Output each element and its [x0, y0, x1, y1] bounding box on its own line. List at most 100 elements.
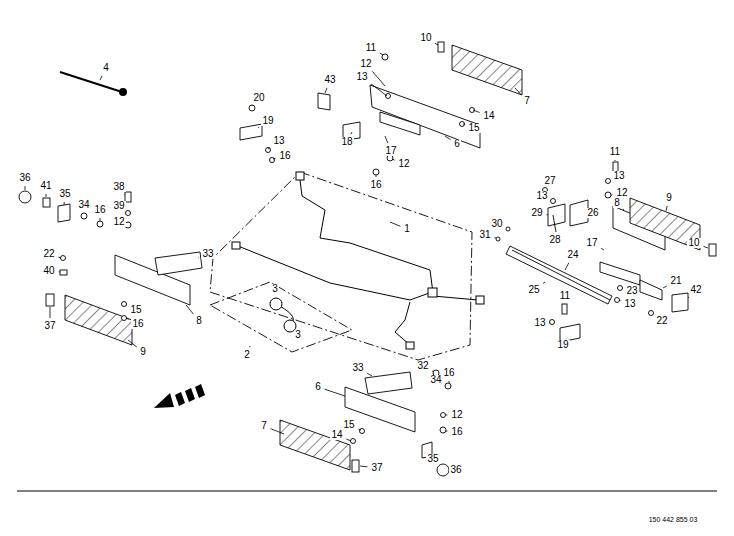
leader-line	[46, 194, 47, 197]
callout-number: 16	[450, 427, 463, 437]
callout-number: 20	[252, 93, 265, 103]
leader-line	[623, 209, 624, 210]
fastener	[550, 320, 555, 325]
connector	[270, 298, 282, 310]
leader-line	[25, 186, 26, 190]
leader-line	[100, 218, 101, 221]
wiring-harness	[238, 246, 432, 300]
direction-arrow	[154, 384, 205, 408]
fastener	[440, 427, 446, 433]
fastener	[605, 192, 611, 198]
fastener	[266, 148, 271, 153]
callout-number: 11	[365, 43, 377, 53]
leader-line	[666, 206, 667, 211]
holder-bracket	[570, 200, 588, 226]
fastener	[496, 237, 500, 241]
fastener	[249, 105, 255, 111]
leader-line	[58, 257, 61, 259]
callout-number: 3	[271, 284, 279, 294]
callout-number: 17	[585, 238, 598, 248]
leader-line	[59, 271, 60, 272]
leader-line	[367, 373, 372, 376]
leader-line	[126, 318, 129, 319]
direction-arrow	[195, 384, 205, 398]
leader-line	[663, 286, 667, 288]
leader-line	[449, 381, 450, 383]
callout-number: 33	[201, 249, 214, 259]
callout-number: 26	[586, 208, 599, 218]
leader-line	[543, 282, 545, 283]
connector	[406, 342, 414, 349]
leader-line	[50, 307, 51, 318]
harness-outline	[210, 172, 472, 360]
leader-line	[325, 389, 345, 396]
fastener	[551, 199, 556, 204]
leader-line	[565, 263, 569, 270]
callout-number: 36	[18, 173, 31, 183]
callout-number: 10	[687, 238, 700, 248]
license-plate-bracket	[115, 85, 688, 432]
callout-number: 1	[403, 224, 411, 234]
leader-line	[258, 127, 260, 129]
drawing-number: 150 442 855 03	[648, 516, 699, 523]
leader-line	[435, 43, 438, 45]
fastener	[125, 192, 131, 202]
callout-number: 16	[93, 205, 106, 215]
callout-number: 39	[112, 201, 125, 211]
license-plate-bracket	[380, 112, 420, 135]
fastener	[122, 302, 127, 307]
callout-number: 12	[450, 410, 463, 420]
leader-line	[64, 202, 65, 205]
callout-number: 25	[527, 285, 540, 295]
callout-number: 9	[139, 347, 147, 357]
leader-line	[380, 53, 383, 55]
callout-number: 13	[612, 171, 625, 181]
license-plate-bracket	[365, 372, 412, 394]
connector	[476, 296, 484, 304]
frame-rule	[17, 491, 717, 492]
fastener	[351, 439, 356, 444]
leader-line	[124, 194, 125, 196]
leader-line	[273, 158, 276, 160]
callout-number: 12	[397, 159, 410, 169]
callout-number: 22	[42, 249, 55, 259]
fastener	[360, 429, 365, 434]
harness-outline	[210, 172, 472, 360]
fastener	[506, 227, 510, 231]
callout-number: 2	[243, 350, 251, 360]
leader-line	[271, 429, 284, 434]
fastener	[19, 42, 716, 476]
license-plate-bracket	[370, 85, 480, 148]
callout-number: 11	[609, 147, 621, 157]
leader-line	[473, 110, 480, 112]
fastener	[81, 213, 87, 219]
callout-number: 17	[384, 146, 397, 156]
leader-line	[325, 88, 327, 93]
callout-number: 21	[669, 276, 682, 286]
fastener	[46, 294, 54, 306]
leader-line	[615, 160, 616, 161]
leader-line	[268, 148, 270, 149]
reflector	[65, 295, 132, 345]
callout-number: 15	[467, 123, 480, 133]
fastener	[553, 215, 556, 232]
callout-number: 15	[342, 420, 355, 430]
callout-number: 38	[112, 182, 125, 192]
fastener	[386, 94, 391, 99]
leader-line	[371, 84, 387, 96]
callout-number: 11	[559, 291, 571, 301]
reflector	[452, 45, 522, 95]
callout-number: 18	[340, 137, 353, 147]
callout-number: 37	[43, 321, 56, 331]
leader-line	[372, 71, 385, 86]
mounting-rail	[512, 250, 610, 300]
leader-line	[252, 105, 254, 107]
leader-line	[346, 439, 351, 441]
callout-number: 43	[323, 75, 336, 85]
fastener	[445, 383, 451, 389]
fastener	[270, 158, 275, 163]
leader-line	[611, 194, 612, 195]
fastener	[126, 211, 131, 216]
callout-number: 7	[523, 96, 531, 106]
callout-number: 16	[131, 319, 144, 329]
